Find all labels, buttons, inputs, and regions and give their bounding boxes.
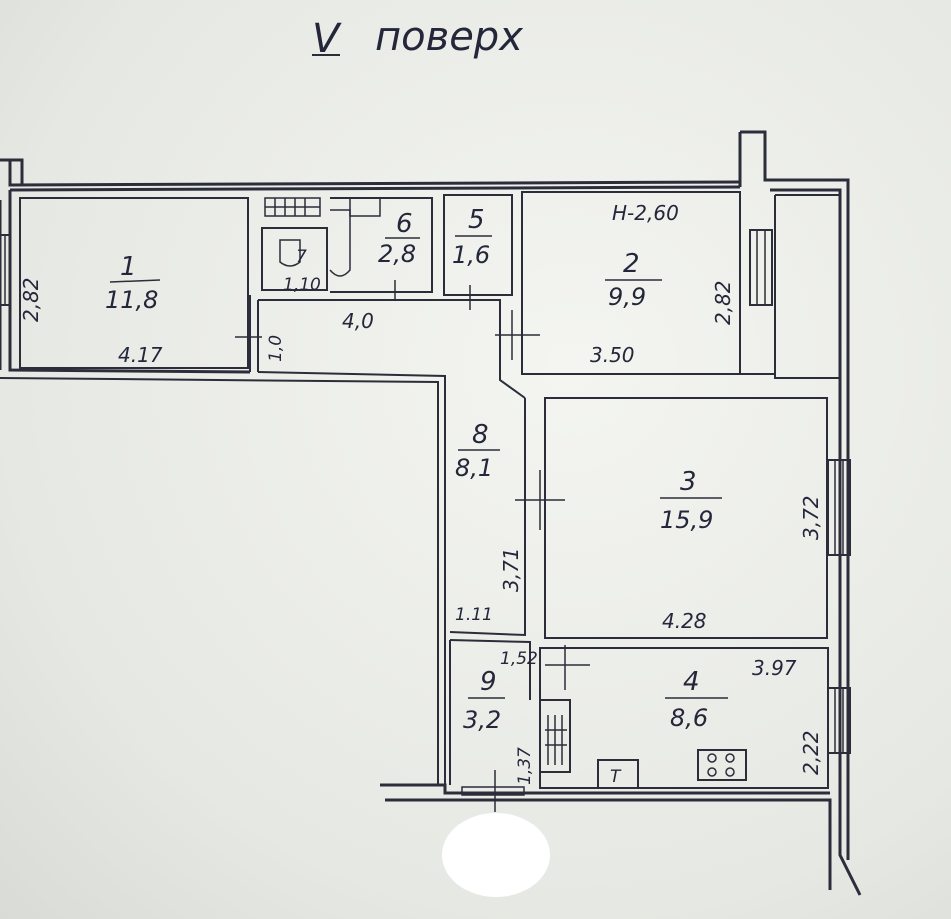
room-3-height: 3,72 (799, 495, 823, 540)
room-8-area: 8,1 (455, 454, 493, 482)
room-7-area: 1,10 (283, 275, 321, 295)
room-9-number: 9 (480, 667, 497, 697)
neighbor-area-outline (0, 377, 439, 785)
room-2 (495, 191, 741, 375)
room-4-height: 2,22 (799, 730, 823, 775)
room-6 (329, 197, 433, 300)
window-left (0, 234, 11, 306)
hall-width: 1.11 (455, 605, 493, 625)
room-1-number: 1 (120, 252, 137, 282)
vent-shaft (539, 699, 571, 773)
room-3-number: 3 (680, 467, 697, 497)
room-3-area: 15,9 (660, 506, 713, 534)
room-1-fraction-line (109, 279, 161, 283)
hall-length: 3,71 (499, 547, 523, 592)
room-1 (19, 197, 249, 369)
kitchen-table (597, 759, 639, 789)
redaction-blob (442, 813, 550, 897)
room-1-area: 11,8 (105, 286, 158, 314)
room-6-number: 6 (396, 209, 413, 239)
outer-walls (0, 130, 862, 896)
room-8 (449, 398, 565, 637)
corridor (235, 295, 526, 790)
floor-title-word: поверх (375, 14, 523, 60)
room-3-width: 4.28 (662, 609, 707, 633)
room-5-area: 1,6 (452, 241, 490, 269)
room-5-number: 5 (468, 205, 485, 235)
room-6-area: 2,8 (378, 240, 416, 268)
room-7-number: 7 (296, 247, 307, 267)
corridor-small-dim: 1,0 (266, 335, 286, 362)
corridor-width: 4,0 (342, 309, 374, 333)
room-9-width: 1,52 (500, 649, 538, 669)
kitchen-table-label: T (610, 767, 622, 787)
room-2-area: 9,9 (608, 283, 646, 311)
room-9-area: 3,2 (463, 706, 501, 734)
room-8-number: 8 (472, 420, 489, 450)
window-room-2 (749, 229, 773, 306)
room-4-area: 8,6 (670, 704, 708, 732)
window-room-4 (827, 687, 851, 754)
window-room-3 (827, 459, 851, 556)
room-9 (449, 639, 531, 812)
room-7 (261, 197, 328, 291)
room-9-height: 1,37 (515, 747, 535, 785)
room-1-height: 2,82 (19, 277, 43, 322)
room-5 (443, 194, 513, 310)
room-4-width: 3.97 (752, 656, 797, 680)
stove-icon (697, 749, 747, 781)
right-side-block (740, 194, 840, 379)
room-2-height: 2,82 (711, 280, 735, 325)
room-4-number: 4 (683, 667, 700, 697)
room-2-width: 3.50 (590, 343, 635, 367)
ceiling-height: H-2,60 (612, 201, 679, 225)
room-1-width: 4.17 (118, 343, 163, 367)
room-2-number: 2 (623, 249, 640, 279)
